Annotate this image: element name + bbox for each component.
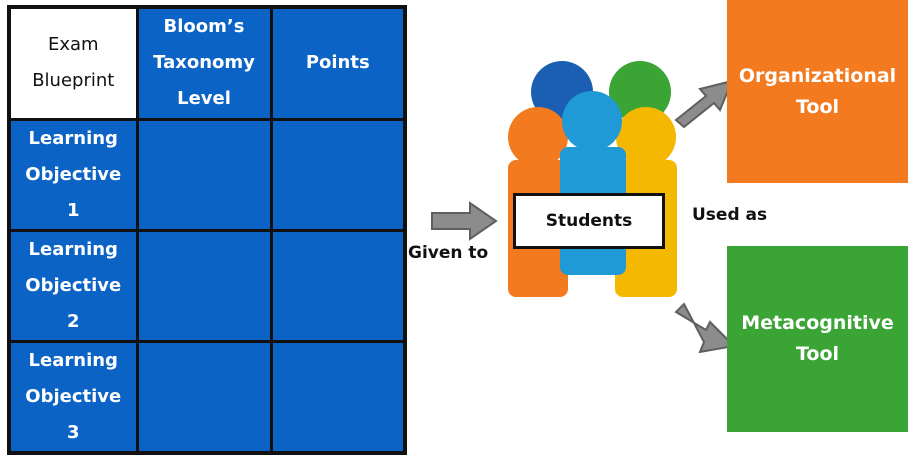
exam-blueprint-table: Exam Blueprint Bloom’s Taxonomy Level Po… — [7, 5, 407, 455]
objective-label: Learning Objective 2 — [25, 238, 122, 332]
organizational-arrow-icon — [674, 79, 734, 129]
points-cell — [269, 228, 407, 343]
metacognitive-tool-box: Metacognitive Tool — [727, 246, 908, 432]
objective-label: Learning Objective 3 — [25, 349, 122, 443]
students-group-icon — [508, 61, 677, 297]
organizational-tool-label: Organizational Tool — [738, 64, 897, 118]
taxonomy-header-label: Bloom’s Taxonomy Level — [153, 16, 255, 110]
taxonomy-cell — [135, 117, 273, 232]
organizational-tool-box: Organizational Tool — [727, 0, 908, 183]
corner-header-label: Exam Blueprint — [32, 34, 115, 92]
given-to-arrow-icon — [431, 201, 498, 241]
objective-label-cell: Learning Objective 3 — [7, 339, 139, 454]
points-cell — [269, 117, 407, 232]
corner-header-cell: Exam Blueprint — [7, 5, 139, 121]
objective-label: Learning Objective 1 — [25, 127, 122, 221]
metacognitive-tool-label: Metacognitive Tool — [741, 312, 894, 365]
metacognitive-arrow-icon — [674, 302, 737, 354]
table-row: Learning Objective 1 — [7, 117, 407, 232]
table-row: Learning Objective 3 — [7, 339, 407, 454]
points-header-label: Points — [305, 52, 370, 74]
table-header-row: Exam Blueprint Bloom’s Taxonomy Level Po… — [7, 5, 407, 121]
students-label: Students — [545, 211, 633, 231]
objective-label-cell: Learning Objective 1 — [7, 117, 139, 232]
table-row: Learning Objective 2 — [7, 228, 407, 343]
given-to-label: Given to — [408, 243, 489, 263]
used-as-label: Used as — [692, 205, 768, 225]
points-header-cell: Points — [269, 5, 407, 121]
taxonomy-cell — [135, 339, 273, 454]
objective-label-cell: Learning Objective 2 — [7, 228, 139, 343]
taxonomy-cell — [135, 228, 273, 343]
points-cell — [269, 339, 407, 454]
students-label-box: Students — [513, 193, 665, 249]
taxonomy-header-cell: Bloom’s Taxonomy Level — [135, 5, 273, 121]
